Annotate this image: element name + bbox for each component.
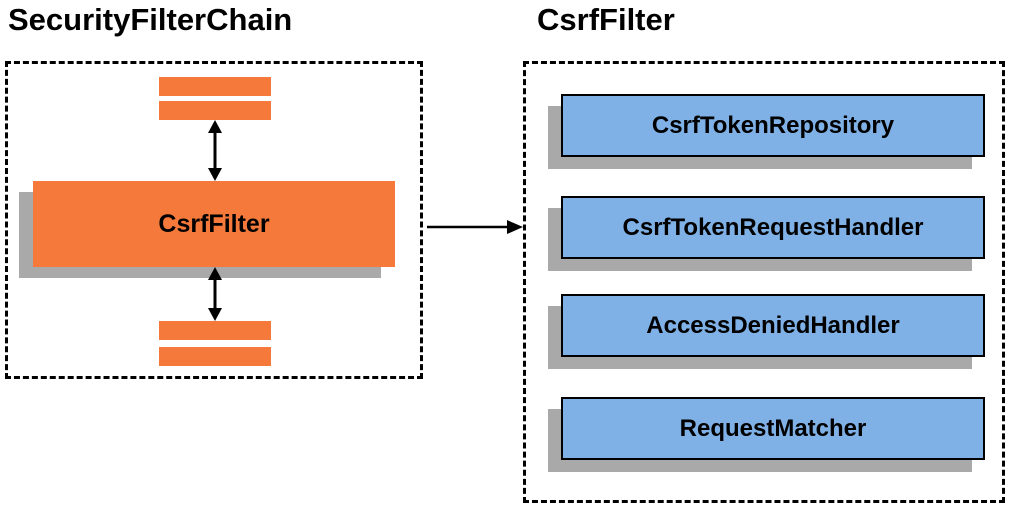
filter-stub-bar	[159, 347, 271, 366]
bidirectional-arrow-bottom-icon	[208, 267, 222, 321]
csrf-filter-components-container	[523, 61, 1005, 503]
flow-arrow-icon	[427, 220, 523, 234]
component-box-request-matcher: RequestMatcher	[561, 397, 985, 460]
component-box-csrf-token-request-handler: CsrfTokenRequestHandler	[561, 196, 985, 259]
filter-stub-bar	[159, 321, 271, 340]
filter-stub-bar	[159, 101, 271, 120]
filter-stub-bar	[159, 77, 271, 96]
csrf-filter-box: CsrfFilter	[33, 181, 395, 267]
component-box-access-denied-handler: AccessDeniedHandler	[561, 294, 985, 357]
security-filter-chain-title: SecurityFilterChain	[8, 2, 293, 37]
component-box-csrf-token-repository: CsrfTokenRepository	[561, 94, 985, 157]
security-filter-chain-container	[5, 61, 423, 379]
csrf-filter-title: CsrfFilter	[537, 2, 675, 37]
bidirectional-arrow-top-icon	[208, 120, 222, 181]
